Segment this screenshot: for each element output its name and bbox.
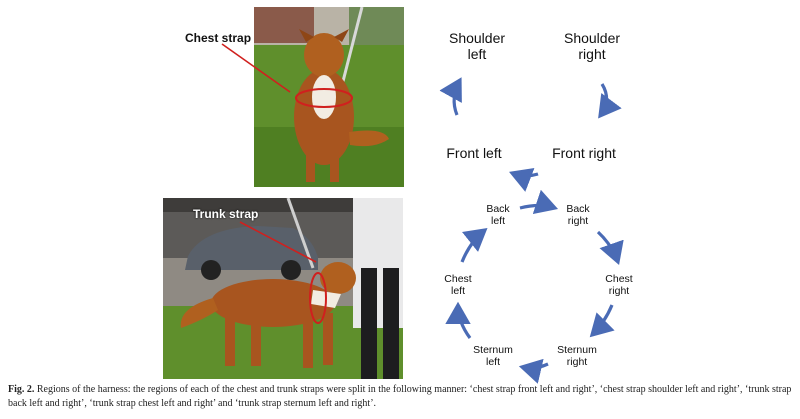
trunk-strap-label: Trunk strap	[193, 207, 259, 221]
chest-strap-label: Chest strap	[185, 31, 252, 45]
arrow-sternum-right-to-sternum-left	[518, 358, 549, 384]
arrow-shoulder-right-to-front-right	[598, 83, 622, 119]
region-shoulder-left: Shoulder left	[448, 30, 506, 63]
figure-caption-text: Regions of the harness: the regions of e…	[8, 384, 792, 409]
region-back-left: Back left	[486, 203, 510, 228]
trunk-strap-photo	[163, 198, 403, 379]
arrow-chest-left-to-back-left	[460, 228, 488, 263]
region-front-right: Front right	[552, 145, 616, 161]
arrow-front-left-to-shoulder-left	[439, 77, 462, 116]
region-sternum-right: Sternum right	[557, 344, 597, 369]
arrow-back-left-to-back-right	[519, 189, 559, 215]
figure-caption-label: Fig. 2.	[8, 384, 35, 395]
region-chest-right: Chest right	[605, 273, 633, 298]
region-sternum-left: Sternum left	[473, 344, 513, 369]
region-chest-left: Chest left	[444, 273, 472, 298]
region-shoulder-right: Shoulder right	[563, 30, 621, 63]
arrow-back-right-to-chest-right	[596, 230, 624, 266]
arrow-sternum-left-to-chest-left	[445, 301, 472, 339]
arrow-front-right-to-front-left	[509, 167, 539, 192]
region-front-left: Front left	[446, 145, 502, 161]
chest-strap-photo	[254, 7, 404, 187]
figure-caption: Fig. 2. Regions of the harness: the regi…	[8, 383, 792, 410]
region-back-right: Back right	[566, 203, 590, 228]
arrow-chest-right-to-sternum-right	[589, 304, 615, 338]
